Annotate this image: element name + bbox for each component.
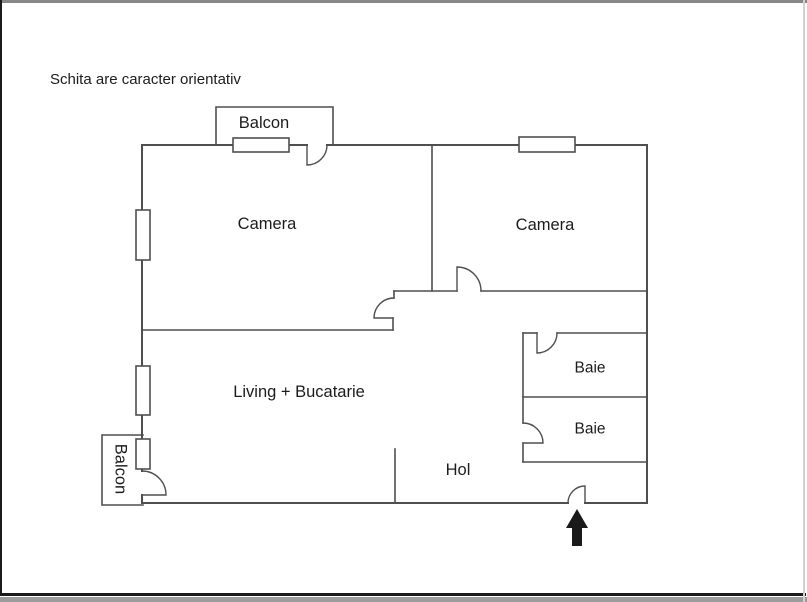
windows bbox=[135, 136, 576, 470]
door-bath-top bbox=[536, 332, 558, 354]
balcony-outlines bbox=[101, 106, 334, 506]
window-camera-left-top bbox=[232, 137, 290, 153]
room-label-camera-left: Camera bbox=[237, 214, 297, 233]
frame-border-bottom bbox=[0, 593, 806, 596]
interior-walls bbox=[141, 144, 648, 504]
door-entrance bbox=[567, 485, 586, 504]
window-balcony-left bbox=[135, 438, 151, 470]
frame-border-right bbox=[803, 0, 805, 602]
room-label-hall: Hol bbox=[445, 460, 471, 479]
door-bath-bottom bbox=[522, 422, 544, 444]
doors bbox=[141, 144, 586, 504]
window-camera-left-side bbox=[135, 209, 151, 261]
room-label-bath-bottom: Baie bbox=[574, 420, 606, 438]
balcony-top-outline bbox=[215, 106, 334, 146]
door-balcony-top bbox=[306, 144, 328, 166]
door-camera-right bbox=[456, 266, 482, 292]
door-living bbox=[373, 297, 395, 319]
frame-border-top bbox=[0, 0, 807, 3]
disclaimer-note: Schita are caracter orientativ bbox=[50, 71, 241, 88]
room-label-balcony-left: Balcon bbox=[111, 443, 130, 495]
balcony-left-outline bbox=[101, 434, 144, 506]
entrance-arrow-icon bbox=[566, 509, 588, 546]
room-label-camera-right: Camera bbox=[515, 215, 575, 234]
frame-border-left bbox=[0, 0, 2, 596]
room-label-bath-top: Baie bbox=[574, 359, 606, 377]
frame-shadow-bottom bbox=[0, 597, 807, 602]
door-balcony-left bbox=[141, 470, 167, 496]
room-label-living: Living + Bucatarie bbox=[233, 382, 365, 401]
room-label-balcony-top: Balcon bbox=[238, 113, 290, 132]
window-living-side bbox=[135, 365, 151, 416]
window-camera-right-top bbox=[518, 136, 576, 153]
